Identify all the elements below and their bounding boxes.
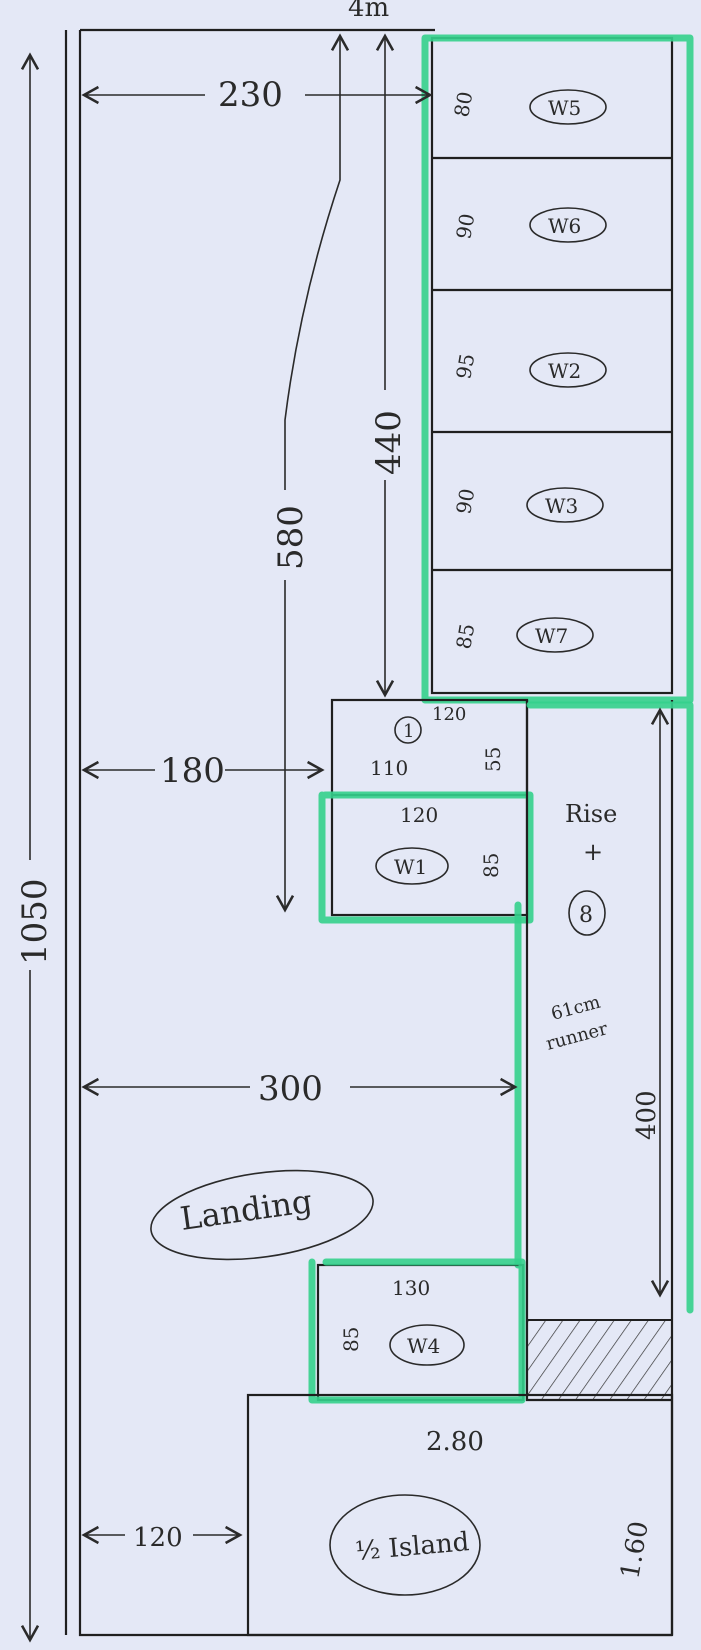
stairs: Rise + 8 61cm runner 400 [514,700,694,1635]
svg-text:W5: W5 [548,96,581,120]
svg-text:1.60: 1.60 [615,1519,655,1581]
wardrobe-stack [421,34,694,704]
svg-text:300: 300 [258,1069,323,1109]
svg-text:85: 85 [339,1327,363,1352]
wardrobe-w7: 85 W7 [451,617,594,653]
svg-text:90: 90 [451,487,479,516]
svg-text:110: 110 [370,756,408,780]
svg-text:180: 180 [160,751,225,791]
wardrobe-w3: 90 W3 [451,487,604,523]
wardrobe-w1: 120 W1 85 [375,803,503,885]
svg-text:120: 120 [400,803,438,827]
svg-text:2.80: 2.80 [426,1427,484,1457]
half-island: 2.80 ½ Island 1.60 [246,1393,674,1637]
svg-text:W6: W6 [548,214,581,238]
svg-text:½ Island: ½ Island [354,1527,470,1567]
svg-text:1050: 1050 [15,878,55,965]
svg-text:W7: W7 [535,624,568,648]
svg-text:120: 120 [432,704,466,725]
svg-text:85: 85 [451,622,479,651]
svg-text:400: 400 [632,1090,662,1140]
wardrobe-w4: 130 85 W4 [308,1258,526,1404]
svg-text:61cm: 61cm [549,992,603,1025]
svg-text:1: 1 [403,721,414,742]
svg-text:130: 130 [392,1276,430,1300]
svg-text:W2: W2 [548,359,581,383]
svg-text:W4: W4 [407,1334,440,1358]
svg-text:W1: W1 [394,855,427,879]
svg-text:95: 95 [451,352,479,381]
svg-text:120: 120 [133,1523,183,1553]
svg-text:580: 580 [271,505,311,570]
svg-text:Rise: Rise [565,800,617,828]
landing-label: Landing [150,1169,374,1261]
svg-text:85: 85 [479,853,503,878]
wardrobe-w2: 95 W2 [451,352,607,388]
svg-text:Landing: Landing [178,1182,315,1238]
svg-text:230: 230 [218,75,283,115]
wardrobe-w6: 90 W6 [451,207,607,243]
svg-text:8: 8 [579,903,593,928]
dimension-lines: 230 580 440 180 300 120 1050 4m [10,0,518,1643]
svg-text:80: 80 [449,90,477,119]
svg-text:440: 440 [369,410,409,475]
svg-text:4m: 4m [348,0,389,23]
svg-text:+: + [583,838,603,866]
svg-text:W3: W3 [545,494,578,518]
svg-text:90: 90 [451,212,479,241]
svg-text:55: 55 [481,747,505,772]
wardrobe-w5: 80 W5 [449,89,607,125]
